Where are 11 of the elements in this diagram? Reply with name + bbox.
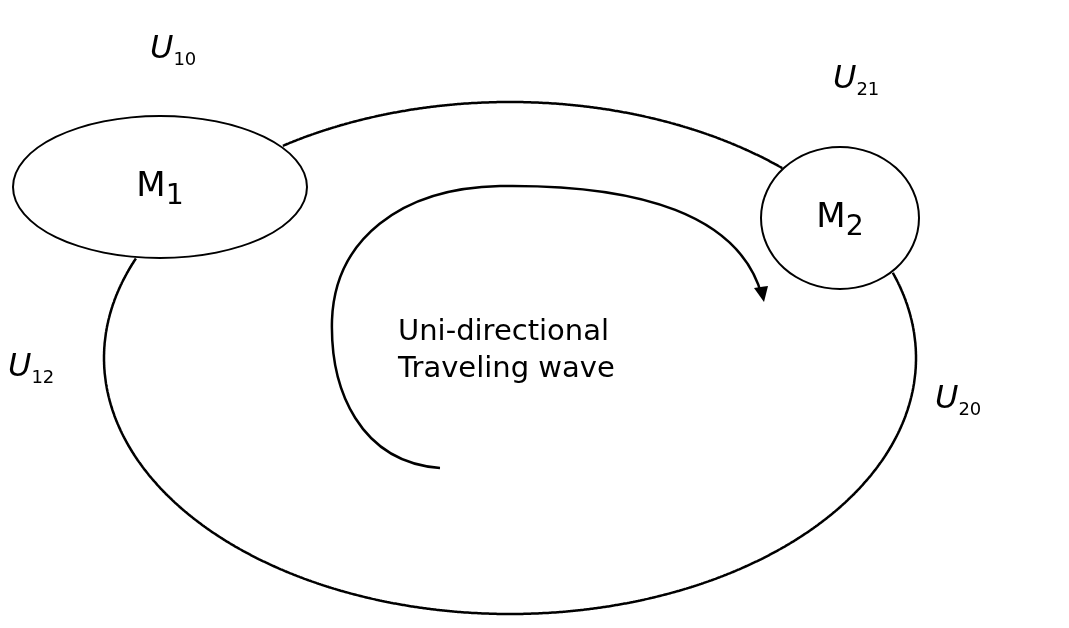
voltage-label: U$_{21}$: [833, 58, 880, 100]
voltage-label: U$_{10}$: [150, 28, 197, 70]
caption-text: Uni-directional Traveling wave: [398, 312, 616, 386]
connector-arc: [102, 257, 918, 616]
node-label: M$_{2}$: [816, 194, 864, 242]
node-label: M$_{1}$: [136, 163, 184, 211]
voltage-label: U$_{12}$: [8, 346, 55, 388]
connector-arc: [282, 100, 783, 170]
voltage-label: U$_{20}$: [935, 378, 982, 420]
ellipse-node: [760, 146, 920, 290]
ellipse-node: [12, 115, 308, 259]
